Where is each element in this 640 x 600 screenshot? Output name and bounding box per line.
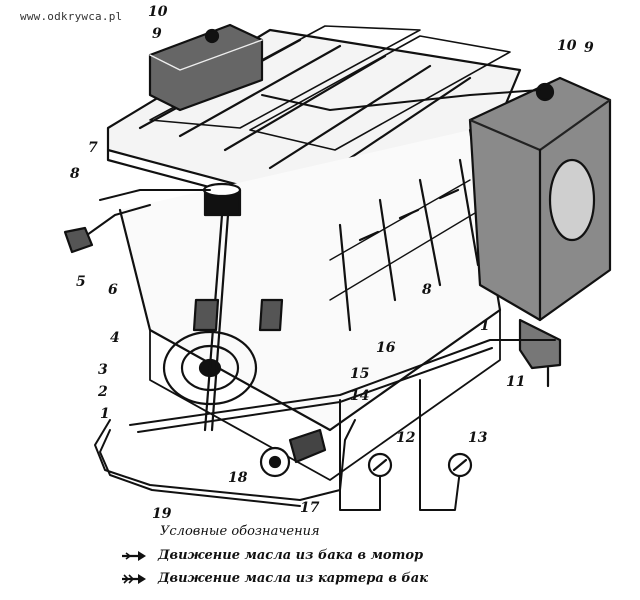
legend-item-tank-to-engine: Движение масла из бака в мотор xyxy=(120,548,423,563)
oil-pipes xyxy=(79,89,556,511)
oil-filter-column xyxy=(192,182,284,432)
label-18: 18 xyxy=(228,470,248,486)
oil-cooler-right xyxy=(468,76,612,388)
label-14: 14 xyxy=(350,388,369,404)
engine-block xyxy=(118,128,502,481)
label-1-right: 1 xyxy=(480,318,490,334)
label-4: 4 xyxy=(110,330,120,346)
legend-item-crankcase-to-tank: Движение масла из картера в бак xyxy=(120,571,428,586)
legend-label-2: Движение масла из картера в бак xyxy=(158,571,429,586)
oil-tank-left xyxy=(148,23,264,112)
double-arrow-icon xyxy=(122,573,146,584)
label-10-top: 10 xyxy=(148,4,168,20)
label-2: 2 xyxy=(97,384,108,400)
label-9-top: 9 xyxy=(152,26,162,42)
label-8-left: 8 xyxy=(70,166,80,182)
label-13: 13 xyxy=(468,430,488,446)
pump-17 xyxy=(259,428,327,478)
label-8-right: 8 xyxy=(422,282,432,298)
valve-5 xyxy=(63,226,94,254)
label-19: 19 xyxy=(152,506,172,522)
label-15: 15 xyxy=(350,366,369,382)
label-1-left: 1 xyxy=(100,406,110,422)
label-9-right: 9 xyxy=(584,40,594,56)
callouts: 10 9 7 8 6 4 5 3 2 1 19 18 17 14 15 16 8… xyxy=(70,4,594,522)
pressure-gauge-13 xyxy=(447,452,473,478)
label-3: 3 xyxy=(98,362,108,378)
watermark-text: www.odkrywca.pl xyxy=(20,10,123,23)
legend-label-1: Движение масла из бака в мотор xyxy=(158,548,424,563)
label-7: 7 xyxy=(88,140,98,156)
legend-title: Условные обозначения xyxy=(160,524,320,539)
label-11: 11 xyxy=(506,374,525,390)
label-17: 17 xyxy=(300,500,320,516)
label-12: 12 xyxy=(396,430,416,446)
label-6: 6 xyxy=(108,282,118,298)
pressure-gauge-12 xyxy=(367,452,393,478)
label-16: 16 xyxy=(376,340,396,356)
single-arrow-icon xyxy=(122,550,146,561)
label-5: 5 xyxy=(76,274,86,290)
label-10-right: 10 xyxy=(557,38,577,54)
